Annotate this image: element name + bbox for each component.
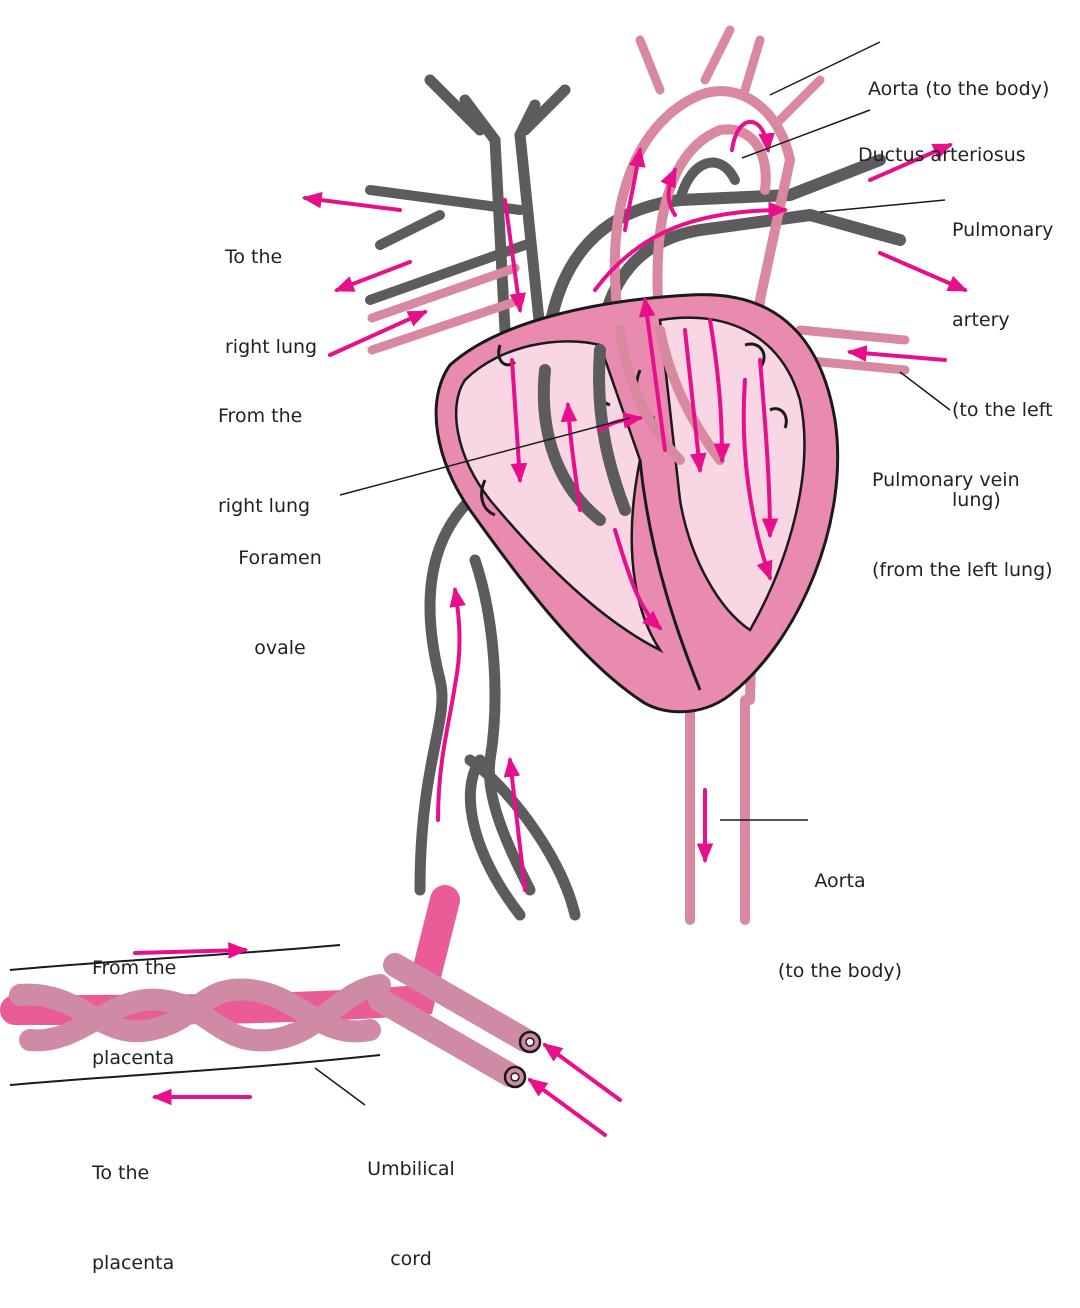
arrow-icon [328, 310, 429, 357]
umbilical-artery-branch-1 [383, 953, 537, 1052]
label-from-right-lung: From the right lung [218, 405, 311, 517]
umbilical-cord [0, 885, 542, 1089]
arrow-icon [133, 942, 249, 959]
arrow-icon [660, 166, 677, 217]
label-to-right-lung: To the right lung [225, 246, 318, 358]
arrow-icon [730, 119, 775, 154]
arrow-icon [741, 378, 773, 582]
heart-septum [638, 459, 702, 691]
leader-ductus-arteriosus [741, 109, 871, 159]
ductus-arteriosus-vessel [675, 157, 740, 205]
arrow-icon [846, 345, 947, 362]
label-umbilical-cord: Umbilical cord [367, 1158, 455, 1270]
label-aorta-top: Aorta (to the body) [868, 78, 1050, 100]
right-pulmonary-vein [367, 263, 520, 323]
label-pulmonary-artery: Pulmonary artery (to the left lung) [952, 219, 1054, 511]
inferior-vena-cava [414, 494, 476, 896]
label-ductus-arteriosus: Ductus arteriosus [858, 144, 1026, 166]
arrow-icon [638, 296, 667, 452]
arrow-icon [503, 198, 527, 314]
arrow-icon [560, 401, 582, 512]
heart [434, 293, 840, 714]
leader-foramen-ovale [339, 417, 631, 496]
umbilical-artery-2 [19, 974, 391, 1052]
arrow-icon [527, 1078, 607, 1137]
arrow-icon [878, 251, 969, 292]
heart-right-chambers [454, 340, 664, 654]
front-vessel-group [537, 325, 725, 526]
arrow-icon [503, 756, 527, 892]
fetal-circulation-diagram [0, 25, 969, 1137]
arrow-icon [436, 586, 466, 822]
leader-pulmonary-vein [899, 371, 951, 411]
label-pulmonary-vein: Pulmonary vein (from the left lung) [872, 469, 1053, 581]
left-pulmonary-vein [795, 325, 910, 345]
heart-left-chambers [658, 316, 806, 632]
arrow-icon [708, 318, 731, 464]
arrow-icon [758, 358, 779, 539]
leader-lines [314, 41, 951, 1106]
arrow-icon [868, 143, 954, 182]
leader-aorta-top [769, 41, 881, 96]
arrow-icon [593, 201, 789, 292]
arrow-icon [683, 328, 707, 474]
leader-umbilical-cord [314, 1067, 366, 1106]
label-aorta-bottom: Aorta (to the body) [777, 870, 903, 982]
arrow-icon [301, 191, 402, 212]
aortic-arch [609, 86, 796, 705]
label-to-placenta: To the placenta [92, 1162, 175, 1274]
leader-pulmonary-artery [819, 199, 946, 213]
arrow-icon [542, 1043, 622, 1102]
arrow-icon [613, 528, 663, 631]
arrow-icon [333, 260, 412, 292]
label-from-placenta: From the placenta [92, 957, 177, 1069]
right-pulmonary-artery [365, 185, 525, 215]
arrow-icon [623, 146, 646, 232]
label-foramen-ovale: Foramen ovale [238, 547, 322, 659]
arrow-icon [510, 358, 528, 484]
umbilical-artery-branch-2 [368, 988, 522, 1087]
superior-vena-cava [459, 94, 511, 336]
aortic-root [537, 364, 606, 526]
